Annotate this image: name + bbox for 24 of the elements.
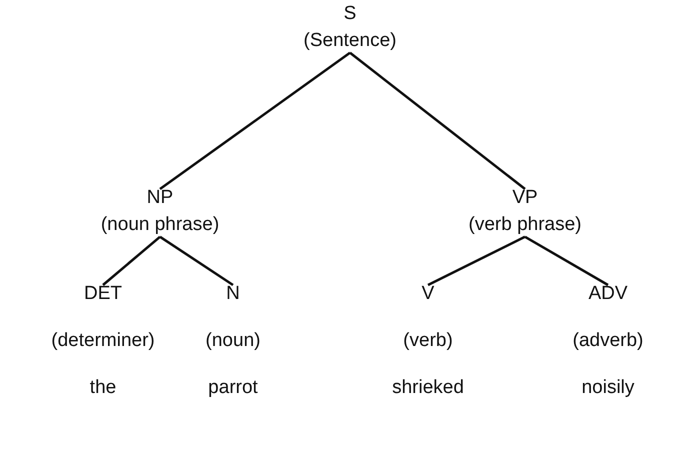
tree-branch [159,52,351,190]
category-description: (adverb) [572,330,644,352]
tree-branch [524,236,609,286]
tree-branch [349,52,526,190]
word-label: noisily [582,378,634,399]
category-description: (verb phrase) [468,214,582,236]
category-label: VP [512,188,538,209]
word-label: parrot [208,378,258,399]
category-description: (determiner) [51,330,155,352]
category-description: (verb) [403,330,453,352]
category-label: ADV [588,284,628,305]
category-description: (noun phrase) [100,214,220,236]
tree-branch [159,236,234,286]
word-label: shrieked [392,378,464,399]
category-label: S [344,4,356,25]
category-label: DET [84,284,122,305]
category-description: (Sentence) [304,30,396,52]
tree-branch [427,236,526,286]
category-label: N [226,284,240,305]
category-label: V [422,284,434,305]
category-label: NP [146,188,174,209]
category-description: (noun) [206,330,260,352]
tree-branch [102,236,161,286]
word-label: the [90,378,116,399]
